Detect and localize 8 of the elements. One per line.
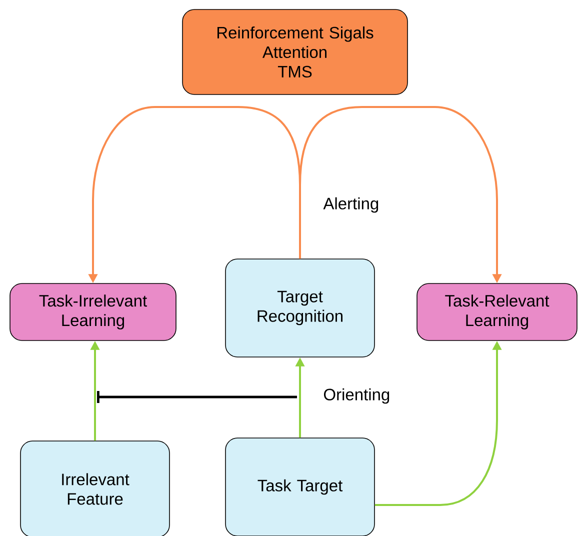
process-box: Task Target: [225, 438, 375, 536]
learning-box: Task-Relevant Learning: [416, 283, 578, 341]
signal-box: Reinforcement Sigals Attention TMS: [182, 9, 408, 95]
learning-box: Task-Irrelevant Learning: [10, 283, 176, 341]
process-box: Irrelevant Feature: [20, 440, 170, 536]
annotation-text: Alerting: [323, 197, 378, 213]
process-box: Target Recognition: [225, 258, 375, 358]
annotation-text: Orienting: [324, 388, 390, 404]
